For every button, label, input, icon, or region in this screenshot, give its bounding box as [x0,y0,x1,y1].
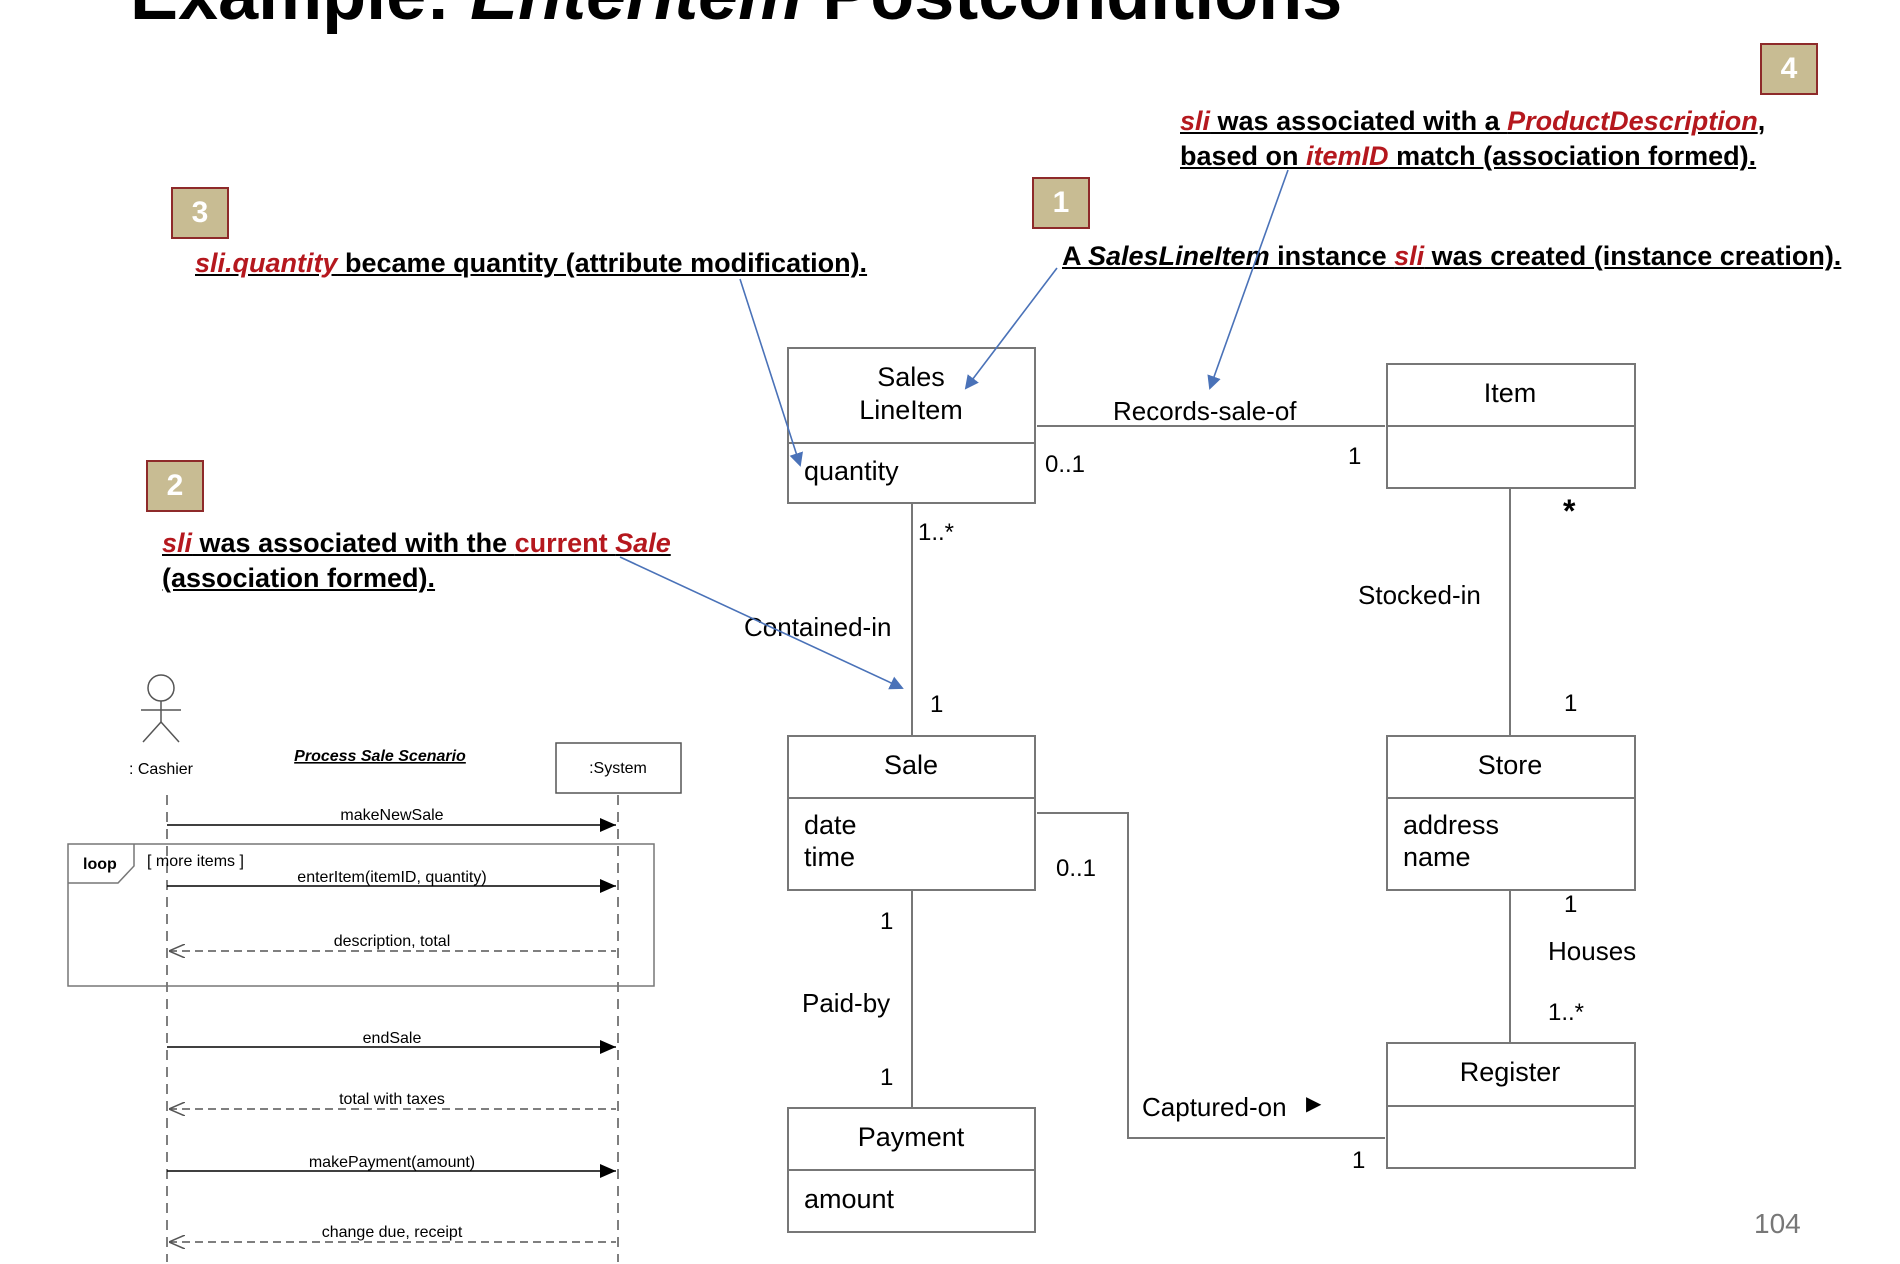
class-store: Store address name [1386,735,1636,891]
captured-on-line [1037,812,1385,1139]
annotation-2-line-2: (association formed). [162,563,436,593]
annotation-2-line-1: sli was associated with the current Sale [162,528,671,558]
contained-in-mult-target: 1 [930,691,943,718]
stocked-in-mult-target: 1 [1564,690,1577,717]
loop-guard: [ more items ] [147,853,244,870]
store-attr-address: address [1403,810,1499,840]
records-sale-of-mult-source: 0..1 [1045,451,1085,478]
class-register: Register [1386,1042,1636,1169]
message-label-1: makeNewSale [340,807,443,824]
contained-in-mult-source: 1..* [918,519,954,546]
badge-4: 4 [1760,43,1818,95]
annotation-1-text: A SalesLineItem instance sli was created… [1062,241,1842,271]
message-label-4: endSale [363,1030,422,1047]
records-sale-of-mult-target: 1 [1348,443,1361,470]
class-sale: Sale date time [787,735,1036,891]
houses-mult-source: 1 [1564,891,1577,918]
store-attr-name: name [1403,842,1471,872]
sale-attr-date: date [804,810,857,840]
slide-title: Example: EnterItem Postconditions [130,0,1342,36]
actor-label: : Cashier [129,761,194,778]
captured-on-label: Captured-on [1142,1092,1287,1122]
sequence-title: Process Sale Scenario [294,748,466,765]
annotation-4-line-1: sli was associated with a ProductDescrip… [1180,106,1766,136]
paid-by-label: Paid-by [802,988,890,1018]
captured-on-mult-target: 1 [1352,1147,1365,1174]
system-box [555,742,682,794]
annotation-4-arrow [1207,169,1289,390]
message-label-3: description, total [334,933,451,950]
page-number: 104 [1754,1208,1801,1239]
badge-3: 3 [171,187,229,239]
sequence-diagram: : Cashier Process Sale Scenario :System … [67,674,682,1262]
annotation-3-text: sli.quantity became quantity (attribute … [195,248,868,278]
sale-name: Sale [884,750,938,780]
annotation-4-text: sli was associated with a ProductDescrip… [1180,104,1765,174]
store-name: Store [1478,750,1543,780]
register-name: Register [1460,1057,1561,1087]
paid-by-mult-target: 1 [880,1064,893,1091]
payment-name: Payment [858,1122,965,1152]
annotation-arrows [619,169,1289,690]
message-label-6: makePayment(amount) [309,1154,475,1171]
loop-frame [67,843,655,987]
houses-mult-target: 1..* [1548,999,1584,1026]
class-saleslineitem: Sales LineItem quantity [787,347,1036,504]
badge-1: 1 [1032,177,1090,229]
records-sale-of-label: Records-sale-of [1113,396,1297,426]
stocked-in-label: Stocked-in [1358,580,1481,610]
saleslineitem-name-2: LineItem [859,395,963,425]
annotation-4-line-2: based on itemID match (association forme… [1180,141,1757,171]
annotation-3-arrow [739,278,803,467]
saleslineitem-attr-quantity: quantity [804,456,899,486]
houses-label: Houses [1548,936,1636,966]
annotation-1-arrow [964,267,1058,390]
loop-label: loop [83,856,117,873]
message-label-5: total with taxes [339,1091,445,1108]
item-name: Item [1484,378,1537,408]
payment-attr-amount: amount [804,1184,895,1214]
captured-on-mult-source: 0..1 [1056,855,1096,882]
contained-in-label: Contained-in [744,612,891,642]
actor-icon [141,674,181,743]
association-lines [911,425,1511,1139]
saleslineitem-name-1: Sales [877,362,945,392]
annotation-2-text: sli was associated with the current Sale… [162,526,671,596]
message-label-2: enterItem(itemID, quantity) [297,869,486,886]
class-payment: Payment amount [787,1107,1036,1233]
class-item: Item [1386,363,1636,489]
paid-by-mult-source: 1 [880,908,893,935]
stocked-in-mult-source: * [1563,493,1576,529]
captured-on-direction-icon: ▶ [1306,1093,1322,1115]
badge-2: 2 [146,460,204,512]
loop-tab [68,844,135,884]
system-label: :System [589,760,647,777]
annotation-2-arrow [619,556,904,690]
association-labels: Records-sale-of 0..1 1 Contained-in 1..*… [744,396,1636,1174]
sale-attr-time: time [804,842,855,872]
message-label-7: change due, receipt [322,1224,463,1241]
